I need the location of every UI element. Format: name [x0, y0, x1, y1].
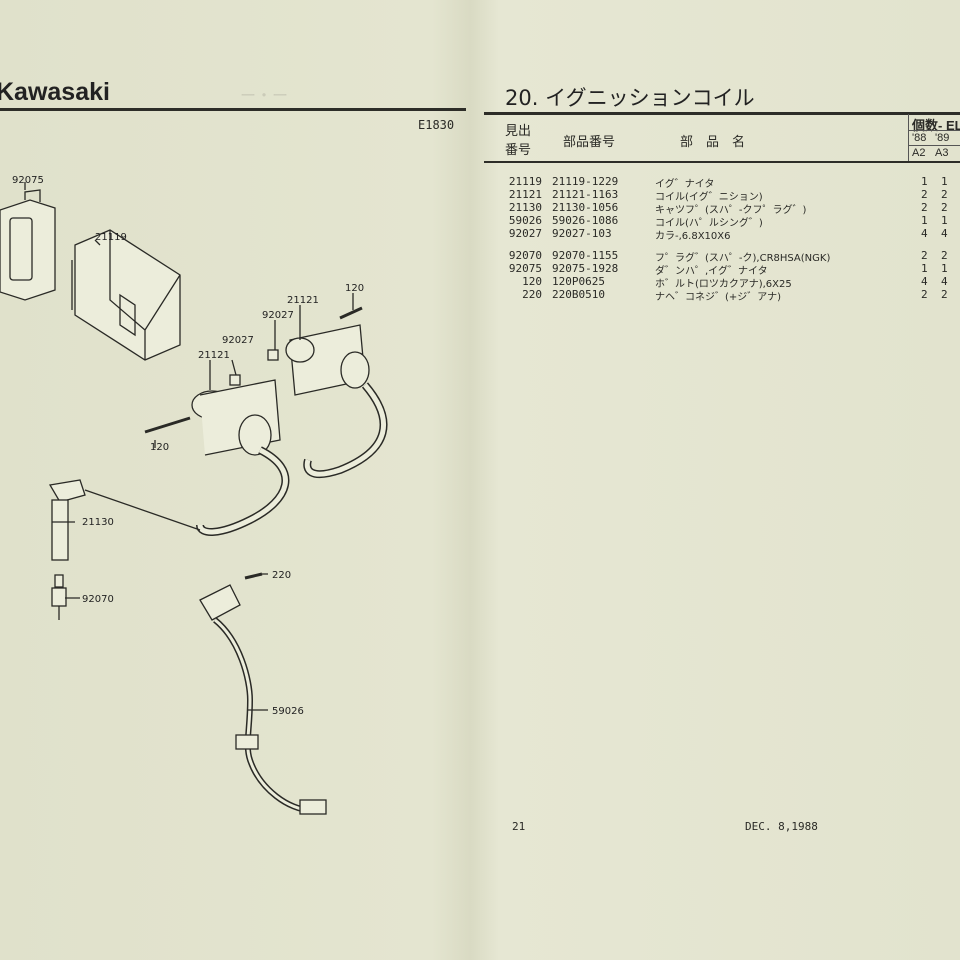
- header-part-no: 部品番号: [563, 135, 616, 150]
- callout-220: 220: [272, 570, 291, 581]
- plug-cap-part: [48, 479, 201, 561]
- ignition-coil-rear: [285, 324, 388, 479]
- qty-89: 1: [941, 214, 948, 227]
- ref-no: 120: [522, 275, 542, 288]
- header-rule-bottom: [484, 161, 960, 163]
- part-number: 21130-1056: [552, 201, 619, 214]
- ref-no: 92027: [508, 227, 542, 240]
- part-number: 21121-1163: [552, 188, 619, 201]
- part-name: カラ-,6.8X10X6: [655, 231, 731, 242]
- qty-89: 1: [941, 175, 948, 188]
- header-year: '88: [912, 132, 927, 144]
- qty-divider: [908, 130, 960, 131]
- qty-88: 2: [921, 249, 928, 262]
- qty-89: 2: [941, 201, 948, 214]
- ignition-diagram: 92075 21119 21121 120 92027 92027 21121 …: [0, 175, 388, 815]
- header-model: A3: [935, 147, 949, 159]
- ref-no: 92075: [508, 262, 542, 275]
- qty-88: 1: [921, 262, 928, 275]
- part-name: コイル(ハ゜ルシング゛): [655, 218, 763, 229]
- qty-89: 2: [941, 249, 948, 262]
- part-name: フ゜ラグ゛(スハ゜-ク),CR8HSA(NGK): [655, 253, 831, 264]
- callout-120: 120: [150, 442, 169, 453]
- spark-plug-part: [51, 574, 67, 620]
- part-name: ナヘ゛コネジ゛(+ジ゛アナ): [655, 292, 781, 303]
- damper-part: [0, 189, 56, 301]
- pulsing-coil-part: [199, 572, 327, 815]
- qty-88: 4: [921, 275, 928, 288]
- ref-no: 59026: [508, 214, 542, 227]
- part-number: 220B0510: [552, 288, 605, 301]
- qty-88: 2: [921, 201, 928, 214]
- qty-divider: [908, 145, 960, 146]
- header-part-name: 部 品 名: [680, 135, 746, 150]
- ref-no: 21130: [508, 201, 542, 214]
- callout-92027: 92027: [262, 310, 294, 321]
- header-year: '89: [935, 132, 950, 144]
- header-rule: [484, 112, 960, 115]
- qty-89: 4: [941, 227, 948, 240]
- header-model: A2: [912, 147, 926, 159]
- page-number: 21: [512, 820, 526, 833]
- qty-88: 1: [921, 214, 928, 227]
- callout-21119: 21119: [95, 232, 127, 243]
- part-number: 92027-103: [552, 227, 612, 240]
- part-name: キャツフ゜(スハ゜-クフ゜ラグ゛): [655, 205, 807, 216]
- part-number: 120P0625: [552, 275, 605, 288]
- part-number: 92070-1155: [552, 249, 619, 262]
- qty-89: 4: [941, 275, 948, 288]
- qty-88: 2: [921, 288, 928, 301]
- callout-21121: 21121: [198, 350, 230, 361]
- header-ref-no-line1: 見出: [505, 124, 532, 139]
- ignition-coil-front: [191, 379, 290, 536]
- print-date: DEC. 8,1988: [745, 820, 818, 833]
- ref-no: 21119: [508, 175, 542, 188]
- callout-92027: 92027: [222, 335, 254, 346]
- callout-59026: 59026: [272, 706, 304, 717]
- brand-logo: Kawasaki: [0, 78, 110, 106]
- qty-89: 2: [941, 288, 948, 301]
- part-number: 59026-1086: [552, 214, 619, 227]
- part-number: 92075-1928: [552, 262, 619, 275]
- callout-120: 120: [345, 283, 364, 294]
- qty-header: 個数- EL '88 '89 A2 A3: [908, 114, 960, 161]
- qty-88: 2: [921, 188, 928, 201]
- qty-89: 2: [941, 188, 948, 201]
- ref-no: 92070: [508, 249, 542, 262]
- part-name: ダ゛ンハ゜,イグ゛ナイタ: [655, 266, 768, 277]
- part-number: 21119-1229: [552, 175, 619, 188]
- ref-no: 21121: [508, 188, 542, 201]
- header-qty: 個数- EL: [912, 118, 960, 133]
- igniter-part: [71, 229, 181, 361]
- header-ref-no-line2: 番号: [505, 143, 532, 158]
- qty-89: 1: [941, 262, 948, 275]
- callout-92075: 92075: [12, 175, 44, 186]
- qty-88: 4: [921, 227, 928, 240]
- catalog-code: E1830: [418, 118, 455, 132]
- callout-92070: 92070: [82, 594, 114, 605]
- callout-21130: 21130: [82, 517, 114, 528]
- part-name: イグ゛ナイタ: [655, 179, 715, 190]
- part-name: ホ゛ルト(ロツカクアナ),6X25: [655, 279, 792, 290]
- ref-no: 220: [522, 288, 542, 301]
- part-name: コイル(イグ゛ニション): [655, 192, 763, 203]
- qty-88: 1: [921, 175, 928, 188]
- header-rule: [0, 108, 466, 111]
- section-title: 20. イグニッションコイル: [505, 86, 755, 110]
- callout-21121: 21121: [287, 295, 319, 306]
